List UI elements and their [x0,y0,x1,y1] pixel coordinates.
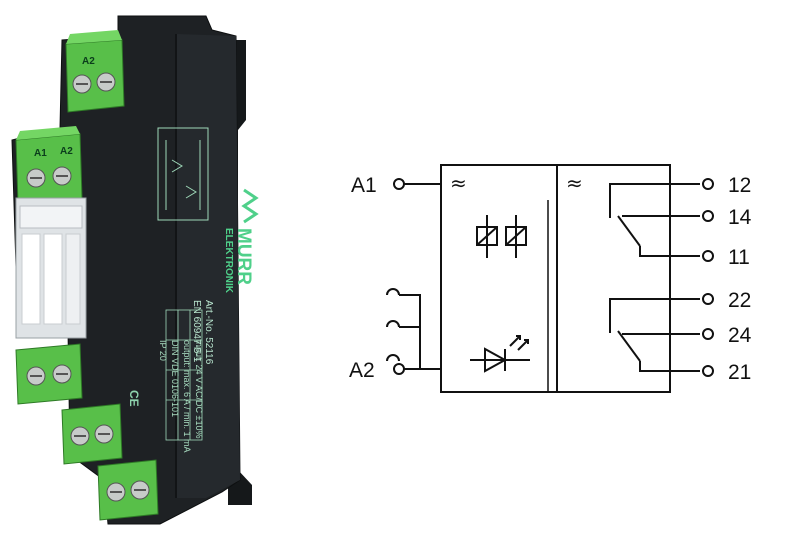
terminal-22-circle [702,293,714,305]
terminal-block-lower-left [15,343,83,405]
ac-symbol-left: ≈ [450,171,467,195]
printed-mini-schematic [157,127,209,221]
spec-output-text: output: max. 6 A / min. 1 mA [182,340,192,453]
terminal-24-circle [702,328,714,340]
ac-symbol-right: ≈ [566,171,583,195]
label-a2: A2 [349,359,375,382]
contact-set-2 [609,298,700,372]
relay-schematic: ≈ ≈ [386,164,714,393]
terminal-label-a1: A1 [34,148,47,159]
terminal-a1-circle [393,178,405,190]
murr-logo-icon [241,188,259,224]
terminal-block-bottom [97,459,159,521]
schematic-frame [440,164,671,393]
article-label: Art.-No. 52116 EN 60947-5-1 [191,300,214,365]
terminal-label-a2b: A2 [60,146,73,157]
label-terminal-14: 14 [728,206,752,229]
label-a1: A1 [351,174,377,197]
terminal-14-circle [702,210,714,222]
terminal-12-circle [702,178,714,190]
label-terminal-12: 12 [728,174,751,197]
terminal-11-circle [702,250,714,262]
terminal-a2-circle [393,363,405,375]
terminal-block-bottom-middle [61,403,123,465]
relay-module-photo: A2 A1 A2 [11,15,259,525]
schematic-labels: A1 A2 12 14 11 22 24 21 [349,174,752,384]
relay-coil-icon [476,215,527,258]
article-number: Art.-No. 52116 [203,300,214,365]
terminal-block-top: A2 [65,30,125,113]
spec-input-text: input: 24 V AC/DC ±10% [194,340,204,439]
brand-logo: MURR ELEKTRONIK [223,188,259,294]
housing-side-face [176,34,240,498]
label-terminal-22: 22 [728,289,751,312]
spec-din-text: DIN VDE 0106-101 [170,340,180,417]
transparent-cover [15,197,87,339]
terminal-block-upper-left: A1 A2 [15,126,83,205]
terminal-21-circle [702,365,714,377]
brand-sub: ELEKTRONIK [223,228,234,294]
label-terminal-24: 24 [728,324,752,347]
label-terminal-21: 21 [728,361,751,384]
led-icon [470,335,530,373]
bridge-contacts [386,288,421,369]
label-terminal-11: 11 [728,246,750,269]
ce-mark: CE [127,390,141,407]
spec-table [165,309,203,441]
contact-set-1 [609,183,700,257]
brand-name: MURR [233,228,254,285]
spec-ip-text: IP 20 [158,340,168,361]
standard-text: EN 60947-5-1 [191,300,202,363]
terminal-label-a2: A2 [82,56,95,67]
printed-spec-text: input: 24 V AC/DC ±10% output: max. 6 A … [158,340,204,453]
